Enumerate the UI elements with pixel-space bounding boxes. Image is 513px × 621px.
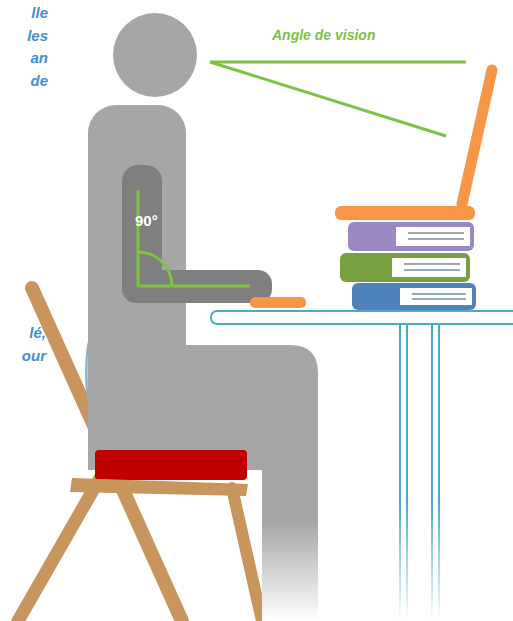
mouse xyxy=(250,297,306,308)
book-pages xyxy=(392,258,466,277)
page-line xyxy=(408,238,464,240)
chair-seat-rail xyxy=(70,478,248,496)
page-line xyxy=(404,263,460,265)
table-top xyxy=(211,311,513,324)
person-head xyxy=(113,13,197,97)
page-line xyxy=(404,269,460,271)
chair-front-leg xyxy=(232,488,262,621)
cut-off-note: lle les an de xyxy=(14,2,48,92)
page-line xyxy=(412,293,466,295)
book-pages xyxy=(400,288,472,305)
vision-line xyxy=(210,62,446,136)
page-line xyxy=(412,298,466,300)
book-pages xyxy=(396,227,470,246)
angle-lines xyxy=(138,190,250,286)
angle-arc xyxy=(138,252,172,286)
vision-label: Angle de vision xyxy=(272,27,432,44)
laptop-screen xyxy=(462,70,492,204)
book xyxy=(340,253,470,282)
cut-off-note: lé, our xyxy=(12,322,46,367)
chair-leg xyxy=(18,478,100,621)
book xyxy=(352,283,476,310)
page-line xyxy=(408,232,464,234)
angle-value: 90° xyxy=(135,212,175,230)
book-stack xyxy=(340,222,476,310)
book xyxy=(348,222,474,251)
table-leg xyxy=(432,324,439,621)
seat-cushion xyxy=(95,450,247,480)
table-leg xyxy=(400,324,407,621)
vision-line xyxy=(210,61,466,64)
laptop-base xyxy=(335,206,475,220)
